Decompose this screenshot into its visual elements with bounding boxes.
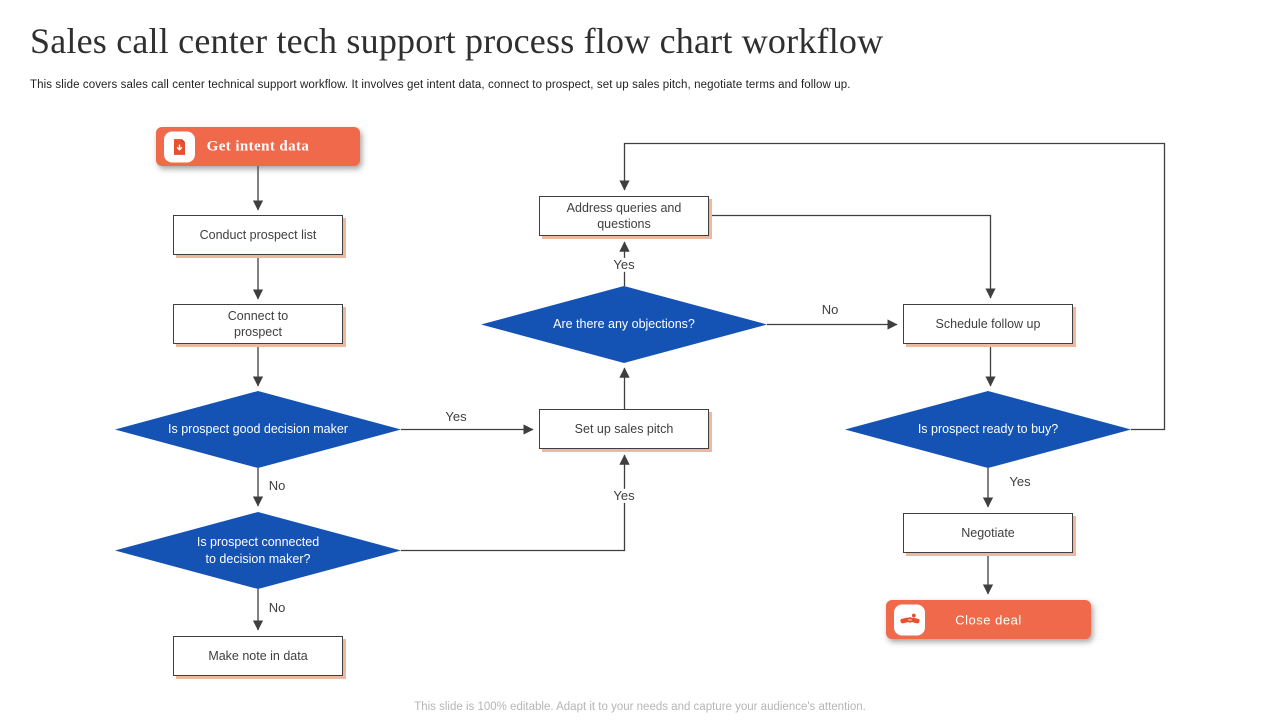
edge-label-yes: Yes — [610, 488, 638, 504]
slide-footer: This slide is 100% editable. Adapt it to… — [414, 701, 866, 713]
edge-label-yes: Yes — [1006, 474, 1034, 490]
page-title: Sales call center tech support process f… — [30, 21, 884, 61]
node-make-note-in-data: Make note in data — [173, 636, 343, 676]
connector — [709, 214, 996, 299]
node-set-up-sales-pitch: Set up sales pitch — [539, 409, 709, 449]
handshake-icon — [894, 604, 925, 635]
node-schedule-follow-up: Schedule follow up — [903, 304, 1073, 344]
node-connect-to-prospect: Connect to prospect — [173, 304, 343, 344]
document-download-icon — [164, 131, 195, 162]
node-close-deal: Close deal — [886, 600, 1091, 639]
edge-label-yes: Yes — [442, 409, 470, 425]
node-negotiate: Negotiate — [903, 513, 1073, 553]
node-address-queries-and-questions: Address queries and questions — [539, 196, 709, 236]
edge-label-no: No — [818, 302, 842, 318]
node-get-intent-data: Get intent data — [156, 127, 360, 166]
edge-label-no: No — [265, 600, 289, 616]
connector — [401, 454, 630, 552]
slide-subtitle: This slide covers sales call center tech… — [30, 79, 851, 91]
node-label: Get intent data — [206, 138, 310, 154]
node-label: Close deal — [955, 612, 1022, 627]
edge-label-yes: Yes — [610, 257, 638, 273]
connector — [619, 142, 1166, 431]
edge-label-no: No — [265, 478, 289, 494]
node-conduct-prospect-list: Conduct prospect list — [173, 215, 343, 255]
